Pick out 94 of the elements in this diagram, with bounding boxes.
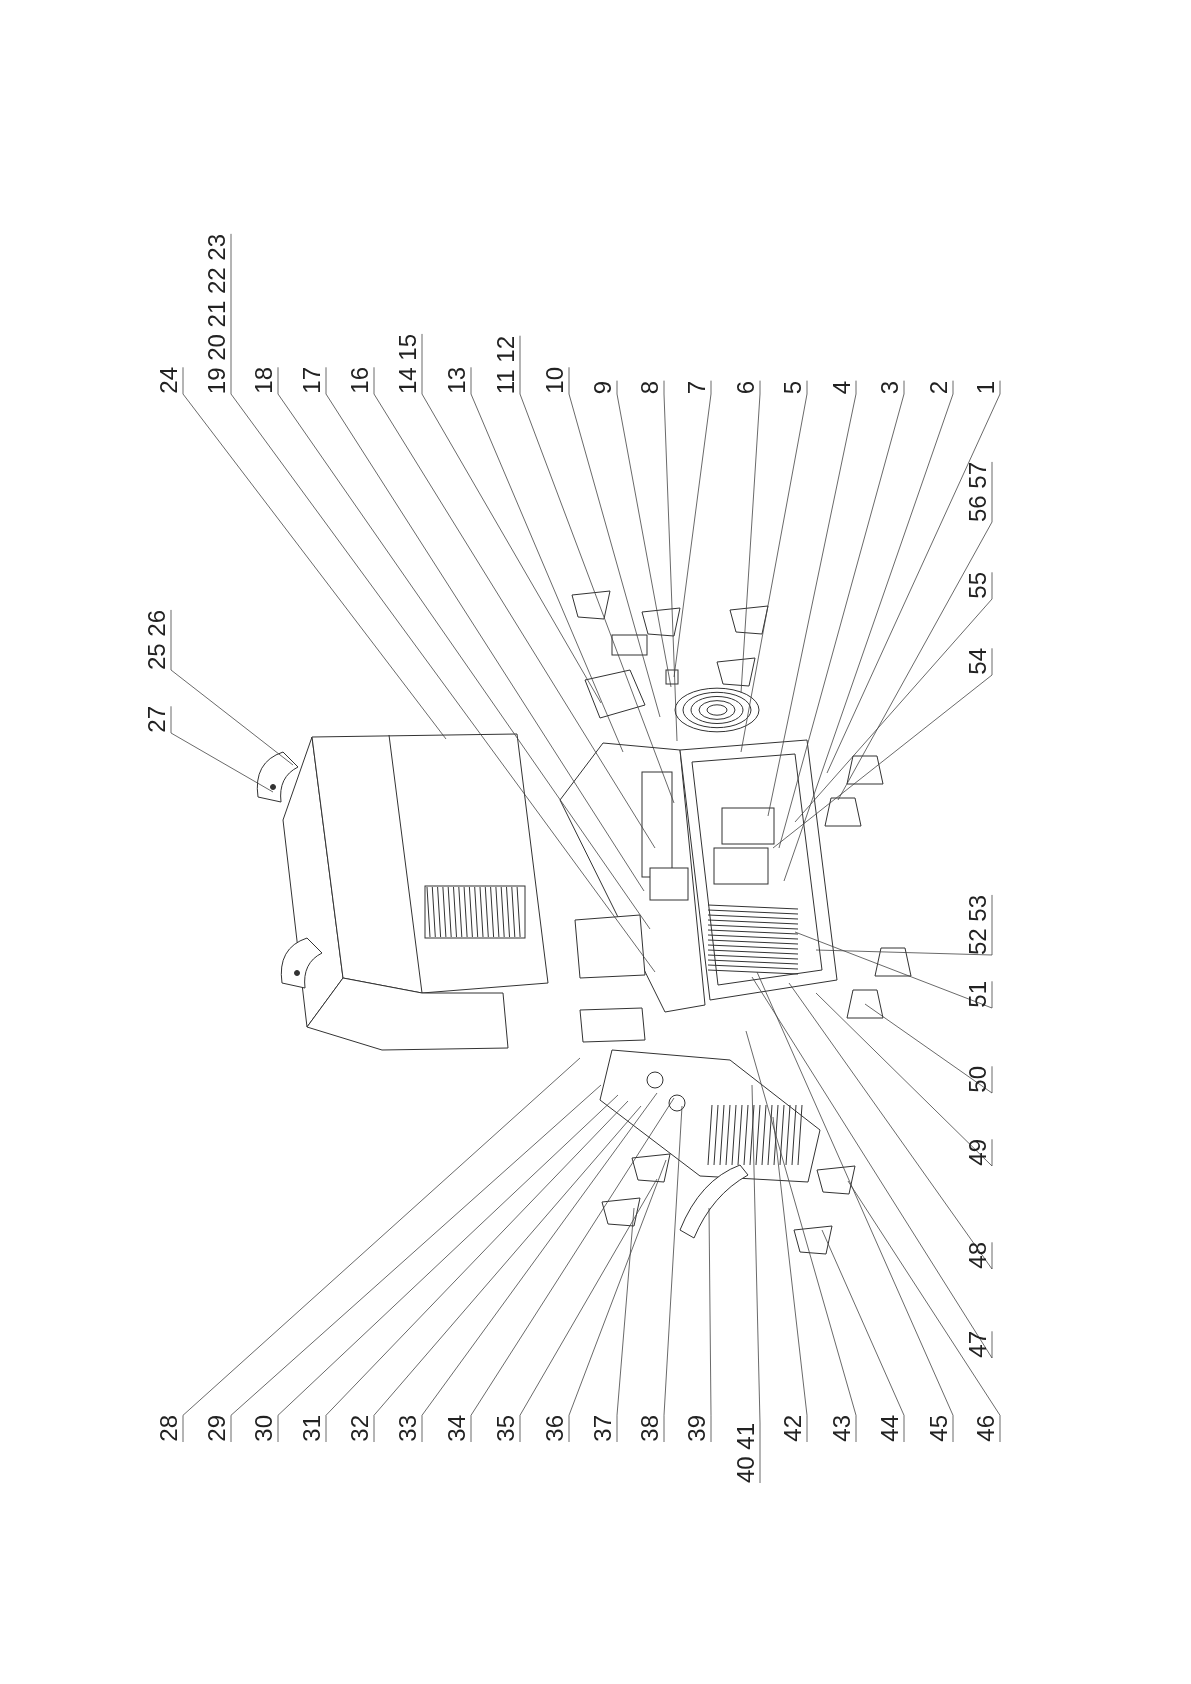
leader-line xyxy=(751,976,993,1359)
callout-number: 1 xyxy=(974,380,998,394)
leader-line xyxy=(325,1100,629,1443)
callout-number: 10 xyxy=(543,367,567,394)
leader-line xyxy=(230,1084,602,1443)
callout-number: 55 xyxy=(966,572,990,599)
callout-number: 36 xyxy=(543,1415,567,1442)
callout-number: 32 xyxy=(348,1415,372,1442)
leader-line xyxy=(837,461,993,801)
callout-number: 7 xyxy=(685,380,709,394)
callout-number: 48 xyxy=(966,1242,990,1269)
callout-number: 14 15 xyxy=(396,333,420,394)
callout-number: 24 xyxy=(157,367,181,394)
callout-number: 40 41 xyxy=(734,1422,758,1483)
callout-number: 3 xyxy=(878,380,902,394)
leader-line xyxy=(373,366,656,849)
callout-number: 4 xyxy=(830,380,854,394)
callout-number: 45 xyxy=(927,1415,951,1442)
leader-line xyxy=(767,380,857,817)
callout-number: 11 12 xyxy=(494,335,518,394)
callout-number: 56 57 xyxy=(966,461,990,522)
leader-line xyxy=(616,380,672,688)
callout-number: 47 xyxy=(966,1331,990,1358)
leader-line xyxy=(740,380,808,753)
leader-line xyxy=(745,1030,857,1443)
leader-line xyxy=(708,1207,712,1443)
leader-line xyxy=(421,1092,658,1443)
callout-number: 37 xyxy=(591,1415,615,1442)
leader-line xyxy=(373,1105,642,1443)
callout-number: 44 xyxy=(878,1415,902,1442)
callout-number: 13 xyxy=(445,367,469,394)
callout-number: 33 xyxy=(396,1415,420,1442)
callout-number: 52 53 xyxy=(966,894,990,955)
leader-line xyxy=(568,1159,667,1443)
callout-number: 28 xyxy=(157,1415,181,1442)
leader-line xyxy=(772,647,993,849)
callout-number: 16 xyxy=(348,367,372,394)
leader-line xyxy=(751,1084,761,1484)
callout-number: 43 xyxy=(830,1415,854,1442)
leader-line xyxy=(864,1003,993,1094)
leader-line xyxy=(794,571,993,823)
callout-number: 9 xyxy=(591,380,615,394)
callout-number: 17 xyxy=(300,367,324,394)
leader-line xyxy=(815,992,993,1167)
callout-number: 25 26 xyxy=(145,609,169,670)
callout-number: 49 xyxy=(966,1139,990,1166)
leader-line xyxy=(182,1057,581,1443)
leader-line xyxy=(519,1178,658,1443)
callout-number: 2 xyxy=(927,380,951,394)
leader-line xyxy=(826,380,1001,774)
leader-line xyxy=(847,1180,1001,1443)
leader-line xyxy=(756,971,954,1443)
leader-line xyxy=(740,380,761,694)
callout-number: 46 xyxy=(974,1415,998,1442)
leader-line xyxy=(673,380,712,678)
leader-line xyxy=(182,366,447,740)
leader-line xyxy=(470,366,624,753)
callout-number: 51 xyxy=(966,981,990,1008)
leader-line xyxy=(277,366,651,930)
leader-line xyxy=(519,335,675,804)
leader-line xyxy=(794,931,993,1009)
callout-number: 42 xyxy=(781,1415,805,1442)
callout-number: 5 xyxy=(781,380,805,394)
leader-line xyxy=(616,1207,635,1443)
leader-line xyxy=(277,1094,619,1443)
leader-line xyxy=(170,609,294,766)
callout-number: 29 xyxy=(205,1415,229,1442)
leader-line xyxy=(325,366,645,892)
callout-number: 30 xyxy=(252,1415,276,1442)
leader-line xyxy=(815,894,993,956)
callout-number: 54 xyxy=(966,648,990,675)
callout-number: 35 xyxy=(494,1415,518,1442)
callout-number: 27 xyxy=(145,706,169,733)
leader-line xyxy=(568,366,661,718)
leader-line xyxy=(663,380,678,742)
leader-line xyxy=(778,380,905,849)
leader-line xyxy=(470,1097,675,1443)
callout-number: 50 xyxy=(966,1066,990,1093)
callout-number: 6 xyxy=(734,380,758,394)
callout-number: 18 xyxy=(252,367,276,394)
leader-line xyxy=(421,333,602,704)
leader-line xyxy=(788,982,993,1270)
leader-line xyxy=(783,380,954,882)
callout-number: 31 xyxy=(300,1415,324,1442)
callout-number: 39 xyxy=(685,1415,709,1442)
leader-line xyxy=(663,1105,683,1443)
callout-number: 38 xyxy=(638,1415,662,1442)
leader-line xyxy=(821,1229,905,1443)
callout-number: 34 xyxy=(445,1415,469,1442)
leader-line xyxy=(170,705,274,793)
callout-number: 19 20 21 22 23 xyxy=(205,233,229,394)
leader-line xyxy=(772,1116,808,1443)
leader-line xyxy=(230,233,656,973)
callout-number: 8 xyxy=(638,380,662,394)
